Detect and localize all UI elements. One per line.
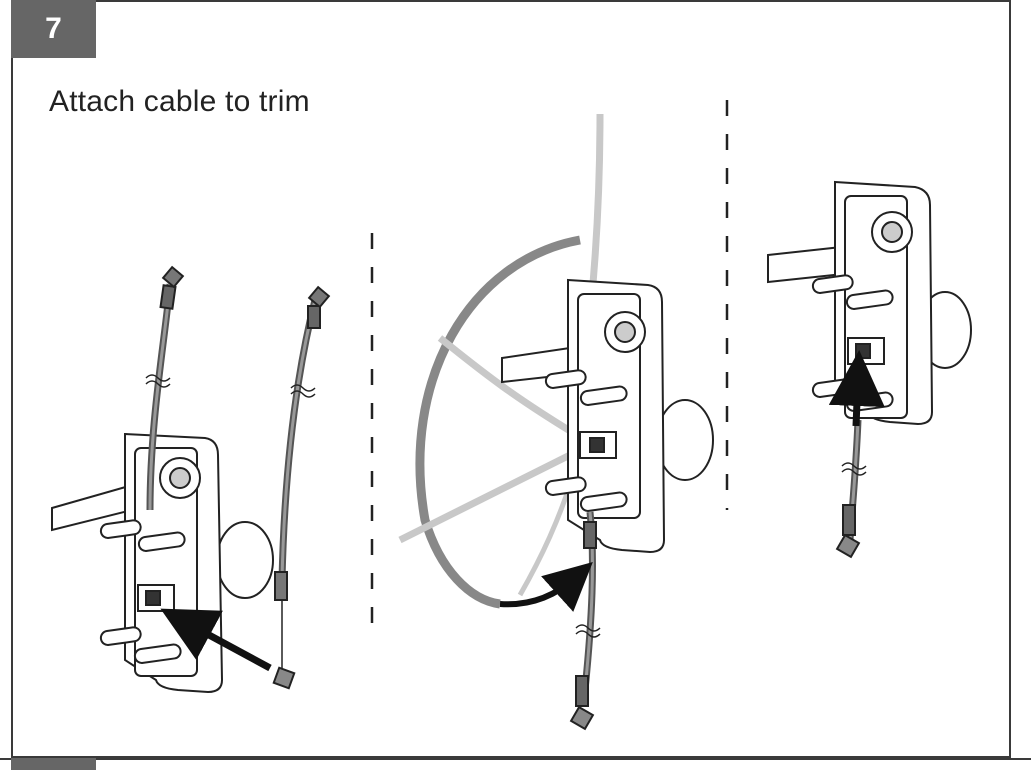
lock-trim-illustration-right — [767, 180, 972, 559]
step-number: 7 — [45, 12, 62, 45]
divider — [0, 758, 1031, 760]
step-number-badge: 7 — [11, 0, 96, 58]
lock-trim-illustration-left — [51, 265, 331, 694]
lock-trim-illustration-center — [398, 113, 714, 731]
next-step-badge — [11, 758, 96, 770]
step-title: Attach cable to trim — [49, 85, 310, 118]
